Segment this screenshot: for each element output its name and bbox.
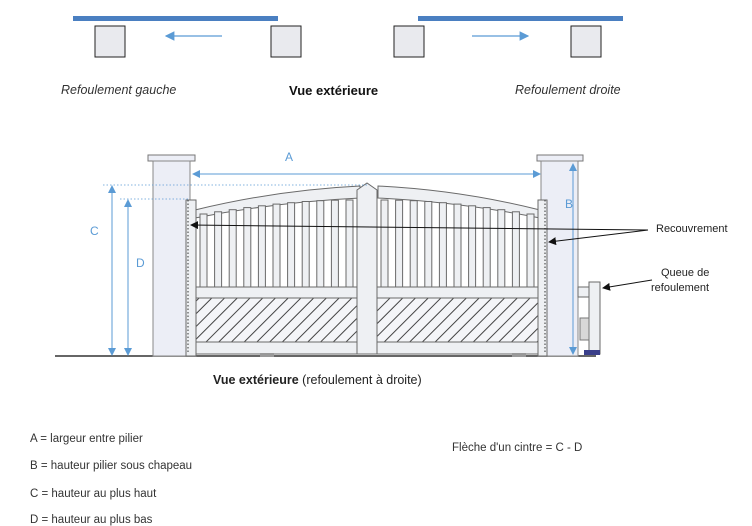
gate-picket: [214, 211, 223, 288]
gate-picket: [345, 199, 354, 288]
diagram-caption-bold: Vue extérieure: [213, 373, 299, 387]
gate-picket: [316, 200, 325, 288]
gate-picket: [482, 207, 491, 288]
dim-label-a: A: [285, 150, 294, 164]
gate-picket: [395, 199, 404, 288]
caption-vue-exterieure: Vue extérieure: [289, 83, 379, 98]
legend-line-a: A = largeur entre pilier: [30, 433, 143, 445]
diagram-caption-rest: (refoulement à droite): [298, 373, 422, 387]
refoulement-tail: [577, 281, 601, 355]
gate-picket: [453, 203, 462, 288]
dim-label-c: C: [90, 224, 99, 238]
caption-refoulement-gauche: Refoulement gauche: [61, 83, 177, 97]
gate-picket: [468, 205, 477, 288]
gate-picket: [526, 213, 535, 288]
diagram-caption: Vue extérieure (refoulement à droite): [213, 373, 422, 387]
gate-picket: [424, 201, 433, 288]
formula-fleche: Flèche d'un cintre = C - D: [452, 442, 583, 454]
gate-picket: [228, 209, 237, 288]
left-pillar: [147, 154, 196, 357]
gate-picket: [287, 202, 296, 288]
gate: [185, 182, 548, 357]
gate-picket: [438, 202, 447, 288]
gate-picket: [330, 199, 339, 288]
caption-refoulement-droite: Refoulement droite: [515, 83, 621, 97]
label-queue-line2: refoulement: [651, 282, 710, 294]
dim-label-b: B: [565, 197, 574, 211]
gate-picket: [257, 205, 266, 288]
gate-picket: [380, 199, 389, 288]
gate-picket: [409, 200, 418, 288]
gate-picket: [272, 203, 281, 288]
legend-line-b: B = hauteur pilier sous chapeau: [30, 460, 193, 472]
dim-label-d: D: [136, 256, 145, 270]
gate-picket: [243, 207, 252, 288]
legend-line-c: C = hauteur au plus haut: [30, 488, 157, 500]
label-recouvrement: Recouvrement: [656, 223, 728, 235]
left-slide-schematic: [73, 16, 302, 58]
legend-line-d: D = hauteur au plus bas: [30, 514, 153, 526]
gate-picket: [511, 211, 520, 288]
gate-picket: [497, 209, 506, 288]
gate-picket: [301, 201, 310, 288]
dimension-d: [120, 198, 190, 356]
right-slide-schematic: [393, 16, 623, 58]
dimension-c: [103, 184, 367, 356]
label-queue-line1: Queue de: [661, 267, 710, 279]
